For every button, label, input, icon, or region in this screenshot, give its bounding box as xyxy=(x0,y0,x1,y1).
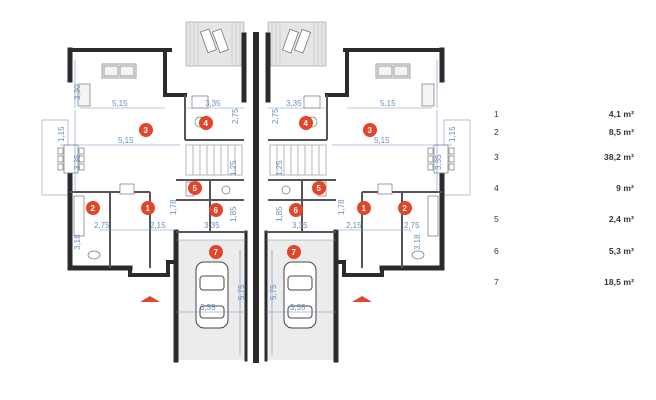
dining-table-icon xyxy=(57,144,455,174)
legend-room-area: 8,5 m² xyxy=(608,127,634,137)
terrace-left xyxy=(185,21,245,67)
dimension-label: 3,35 xyxy=(434,154,443,170)
sun-lounger-icon xyxy=(282,28,311,54)
dimension-label: 5,15 xyxy=(118,136,134,145)
svg-text:6: 6 xyxy=(294,206,299,215)
svg-text:2: 2 xyxy=(403,204,408,213)
svg-text:4: 4 xyxy=(204,119,209,128)
room-badge-7: 7 xyxy=(209,245,223,259)
sun-lounger-icon xyxy=(200,28,229,54)
dimension-label: 3,18 xyxy=(413,234,422,250)
room-badge-3: 3 xyxy=(139,123,153,137)
svg-text:6: 6 xyxy=(214,206,219,215)
legend-room-number: 3 xyxy=(494,152,499,162)
dimension-label: 1,15 xyxy=(448,126,457,142)
room-badge-6: 6 xyxy=(209,203,223,217)
legend-row: 1 4,1 m² xyxy=(480,109,656,123)
legend-room-area: 9 m² xyxy=(616,183,634,193)
room-badge-5: 5 xyxy=(188,181,202,195)
legend-room-number: 5 xyxy=(494,214,499,224)
dimension-label: 1,85 xyxy=(229,206,238,222)
stairs-right xyxy=(269,144,327,176)
dimension-label: 3,35 xyxy=(200,303,216,312)
dimension-label: 3,35 xyxy=(292,221,308,230)
dimension-label: 5,15 xyxy=(380,99,396,108)
svg-text:5: 5 xyxy=(317,184,322,193)
stairs-left xyxy=(185,144,243,176)
dimension-label: 5,75 xyxy=(237,284,246,300)
dimension-label: 3,18 xyxy=(73,234,82,250)
svg-text:7: 7 xyxy=(292,248,297,257)
legend-room-number: 7 xyxy=(494,277,499,287)
dimension-label: 2,75 xyxy=(94,221,110,230)
terrace-right xyxy=(267,21,327,67)
legend-row: 3 38,2 m² xyxy=(480,152,656,166)
dimension-label: 1,15 xyxy=(57,126,66,142)
dimension-label: 2,75 xyxy=(231,108,240,124)
svg-text:1: 1 xyxy=(146,204,151,213)
dimension-label: 3,35 xyxy=(73,154,82,170)
dimension-label: 2,15 xyxy=(346,221,362,230)
room-badge-2: 2 xyxy=(398,201,412,215)
dimension-label: 1,85 xyxy=(275,206,284,222)
dimension-label: 1,78 xyxy=(337,199,346,215)
room-badge-2: 2 xyxy=(86,201,100,215)
room-badge-1: 1 xyxy=(357,201,371,215)
room-badge-6: 6 xyxy=(289,203,303,217)
legend-room-area: 38,2 m² xyxy=(604,152,634,162)
legend-room-area: 2,4 m² xyxy=(608,214,634,224)
legend-room-area: 18,5 m² xyxy=(604,277,634,287)
legend-room-number: 6 xyxy=(494,246,499,256)
svg-text:4: 4 xyxy=(304,119,309,128)
floor-plan: 3,30 5,15 3,35 2,75 5,15 3,35 1,15 1,25 … xyxy=(41,21,471,363)
entrance-arrow-icon xyxy=(140,296,160,302)
svg-text:5: 5 xyxy=(193,184,198,193)
dimension-label: 2,15 xyxy=(150,221,166,230)
legend-room-number: 2 xyxy=(494,127,499,137)
legend-row: 2 8,5 m² xyxy=(480,127,656,141)
kitchen-counter-icon xyxy=(73,183,439,237)
dimension-label: 2,75 xyxy=(271,108,280,124)
legend-room-number: 4 xyxy=(494,183,499,193)
dimension-label: 1,78 xyxy=(169,199,178,215)
legend-row: 6 5,3 m² xyxy=(480,246,656,260)
dimension-label: 3,35 xyxy=(204,221,220,230)
room-badge-5: 5 xyxy=(312,181,326,195)
dimension-label: 5,15 xyxy=(374,136,390,145)
sofa-icon xyxy=(77,63,435,107)
svg-text:3: 3 xyxy=(368,126,373,135)
legend-room-number: 1 xyxy=(494,109,499,119)
dimension-label: 2,75 xyxy=(404,221,420,230)
legend-row: 5 2,4 m² xyxy=(480,214,656,228)
room-badge-4: 4 xyxy=(199,116,213,130)
room-badge-7: 7 xyxy=(287,245,301,259)
room-badge-3: 3 xyxy=(363,123,377,137)
dimension-label: 3,30 xyxy=(73,84,82,100)
svg-text:1: 1 xyxy=(362,204,367,213)
svg-text:7: 7 xyxy=(214,248,219,257)
dimension-label: 5,15 xyxy=(112,99,128,108)
legend-room-area: 5,3 m² xyxy=(608,246,634,256)
svg-text:2: 2 xyxy=(91,204,96,213)
legend-row: 4 9 m² xyxy=(480,183,656,197)
room-area-legend: 1 4,1 m² 2 8,5 m² 3 38,2 m² 4 9 m² 5 2,4… xyxy=(480,0,656,400)
dimension-label: 3,35 xyxy=(286,99,302,108)
room-badge-1: 1 xyxy=(141,201,155,215)
dimension-label: 1,25 xyxy=(229,160,238,176)
room-badge-4: 4 xyxy=(299,116,313,130)
dimension-label: 3,35 xyxy=(290,303,306,312)
legend-room-area: 4,1 m² xyxy=(608,109,634,119)
dimension-label: 3,35 xyxy=(205,99,221,108)
dimension-label: 1,25 xyxy=(275,160,284,176)
dimension-lines xyxy=(60,60,452,355)
svg-text:3: 3 xyxy=(144,126,149,135)
walls xyxy=(67,32,445,363)
entrance-arrow-icon xyxy=(352,296,372,302)
dimension-label: 5,75 xyxy=(269,284,278,300)
legend-row: 7 18,5 m² xyxy=(480,277,656,291)
